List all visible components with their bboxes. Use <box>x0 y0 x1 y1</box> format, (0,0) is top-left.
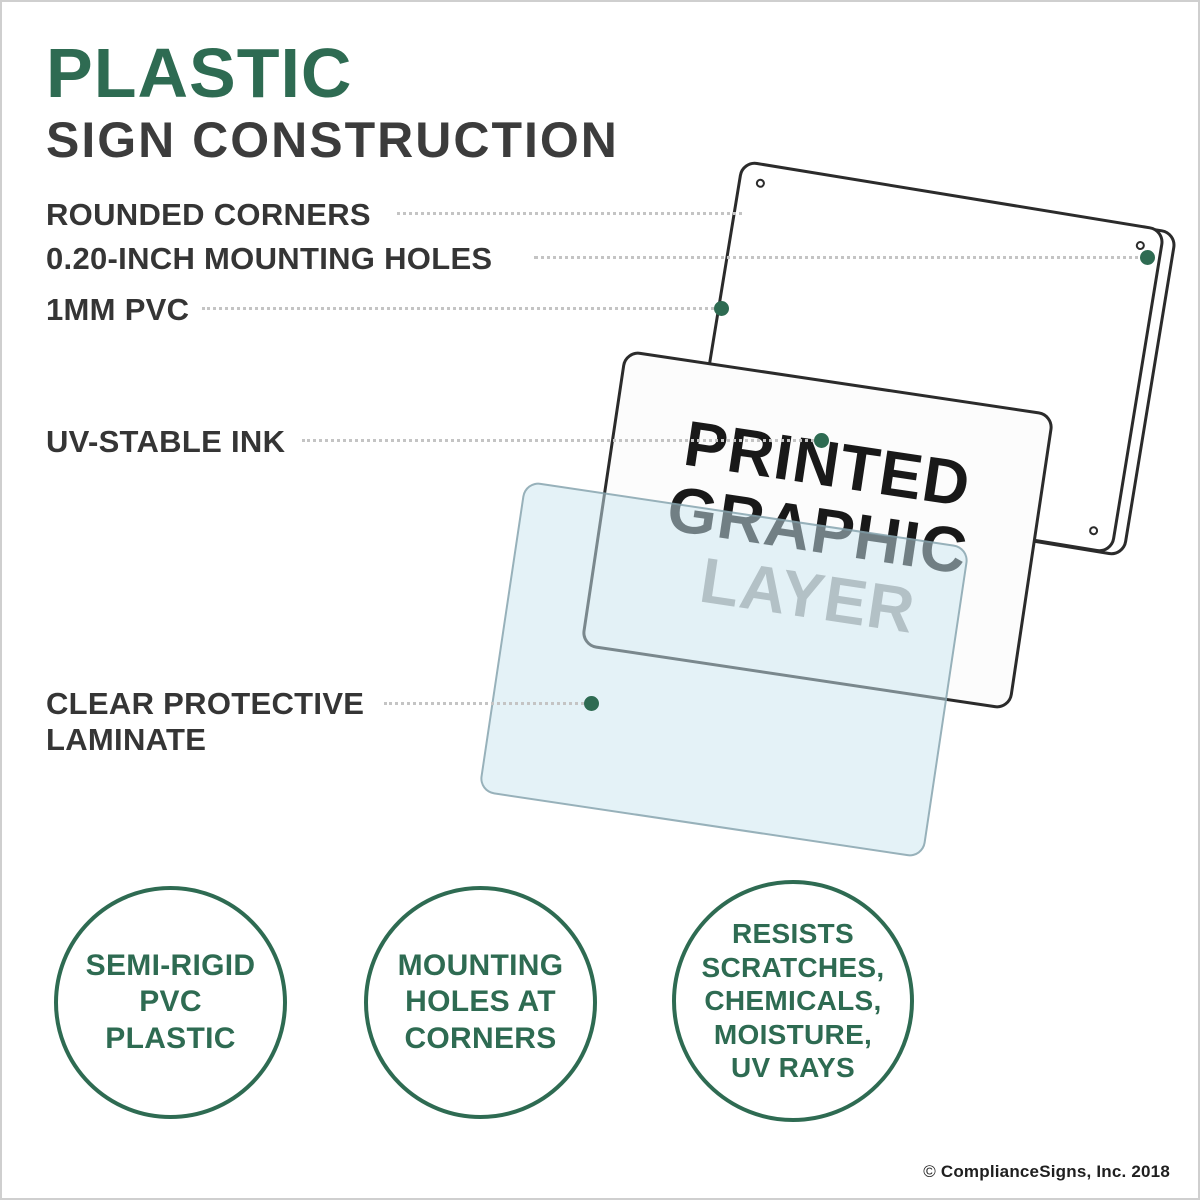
feature-circle-mounting-holes: MOUNTING HOLES AT CORNERS <box>364 886 597 1119</box>
callout-label-uv-ink: UV-STABLE INK <box>46 424 286 459</box>
title-secondary: SIGN CONSTRUCTION <box>46 112 619 168</box>
title-primary: PLASTIC <box>46 34 353 112</box>
mounting-hole-icon <box>1135 240 1146 251</box>
copyright-symbol: © <box>923 1162 936 1181</box>
leader-line-pvc <box>202 307 720 310</box>
feature-line: MOUNTING <box>397 948 564 982</box>
feature-line: MOISTURE, <box>713 1018 873 1050</box>
feature-line: CHEMICALS, <box>704 985 882 1017</box>
feature-line: PLASTIC <box>105 1021 236 1055</box>
mounting-hole-marker-dot <box>1140 250 1155 265</box>
callout-label-rounded-corners: ROUNDED CORNERS <box>46 197 371 232</box>
feature-line: RESISTS <box>732 918 854 950</box>
callout-label-laminate: CLEAR PROTECTIVE LAMINATE <box>46 686 365 757</box>
mounting-hole-icon <box>755 178 766 189</box>
page-title: PLASTIC SIGN CONSTRUCTION <box>46 38 619 167</box>
mounting-hole-icon <box>1088 525 1099 536</box>
feature-circle-resists: RESISTS SCRATCHES, CHEMICALS, MOISTURE, … <box>672 880 914 1122</box>
callout-label-mounting-holes: 0.20-INCH MOUNTING HOLES <box>46 241 493 276</box>
leader-line-rounded-corners <box>397 212 742 215</box>
clear-laminate-panel <box>478 480 970 859</box>
feature-line: PVC <box>139 985 202 1019</box>
uv-ink-marker-dot <box>814 433 829 448</box>
leader-line-uv-ink <box>302 439 820 442</box>
feature-line: SCRATCHES, <box>701 951 885 983</box>
feature-line: HOLES AT <box>405 985 556 1019</box>
copyright-company: ComplianceSigns, Inc. <box>940 1162 1127 1181</box>
pvc-marker-dot <box>714 301 729 316</box>
leader-line-mounting-holes <box>534 256 1146 259</box>
copyright-year: 2018 <box>1131 1162 1170 1181</box>
feature-line: UV RAYS <box>731 1052 855 1084</box>
copyright-notice: © ComplianceSigns, Inc. 2018 <box>923 1162 1170 1182</box>
laminate-marker-dot <box>584 696 599 711</box>
feature-line: CORNERS <box>404 1021 557 1055</box>
callout-label-pvc: 1MM PVC <box>46 292 190 327</box>
leader-line-laminate <box>384 702 590 705</box>
feature-line: SEMI-RIGID <box>85 948 256 982</box>
feature-circle-semi-rigid-pvc: SEMI-RIGID PVC PLASTIC <box>54 886 287 1119</box>
